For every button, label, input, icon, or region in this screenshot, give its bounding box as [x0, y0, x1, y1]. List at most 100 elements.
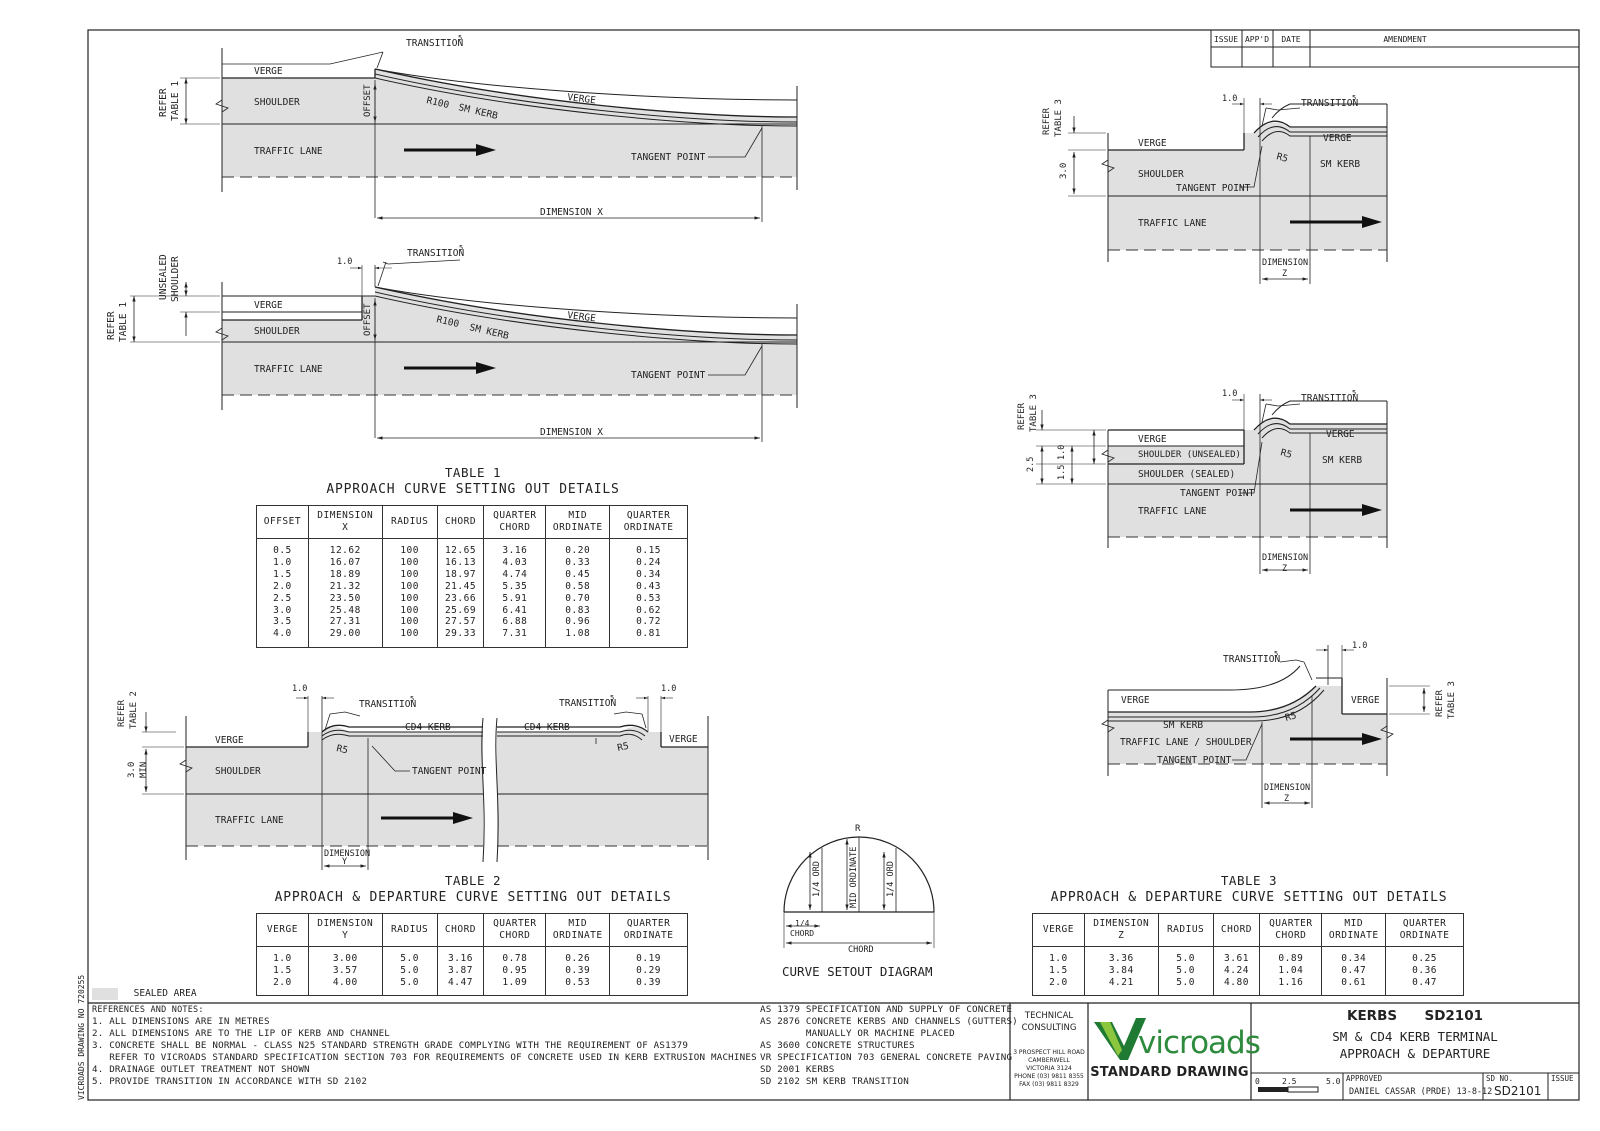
detail-e-dim-1: 1.0 — [1222, 389, 1237, 399]
table-value: 12.65 — [444, 545, 477, 556]
detail-f-refer-1: REFER — [1435, 689, 1445, 717]
rev-header-appd: APP'D — [1245, 35, 1269, 44]
detail-b-traffic-lane: TRAFFIC LANE — [254, 364, 323, 375]
column-header-line: ORDINATE — [552, 930, 603, 941]
detail-c-dimension-2: Y — [342, 857, 347, 867]
detail-c-traffic-lane: TRAFFIC LANE — [215, 815, 284, 826]
detail-d-verge: VERGE — [1138, 138, 1167, 149]
drawing-title: SM & CD4 KERB TERMINAL APPROACH & DEPART… — [1251, 1028, 1579, 1062]
detail-c-min-1: 3.0 — [127, 762, 137, 778]
technical-line-2: CONSULTING — [1021, 1023, 1077, 1033]
detail-c-kerb-b: CD4 KERB — [524, 722, 570, 733]
table-value: 0.33 — [565, 556, 591, 568]
revision-block — [1210, 29, 1580, 68]
detail-c-r5: R5 — [335, 743, 348, 756]
table-value: 0.62 — [636, 604, 662, 616]
reference-line-2: AS 2876 CONCRETE KERBS AND CHANNELS (GUT… — [760, 1016, 1018, 1027]
column-header: CHORD — [436, 505, 485, 539]
table-value: 100 — [400, 628, 419, 640]
detail-c-min-2: MIN — [139, 762, 149, 778]
detail-e-dim-25: 2.5 — [1026, 457, 1036, 472]
reference-line-7: SD 2102 SM KERB TRANSITION — [760, 1076, 910, 1087]
curve-r: R — [855, 824, 861, 834]
column-header-line: VERGE — [1042, 924, 1074, 935]
table-value: 5.91 — [502, 592, 528, 604]
table-value: 0.25 — [1412, 953, 1438, 964]
detail-c-tangent-point: TANGENT POINT — [412, 766, 487, 777]
column-header: VERGE — [1032, 913, 1085, 947]
curve-quarter-ord: 1/4 ORD — [812, 861, 822, 897]
table-value: 0.45 — [565, 568, 591, 580]
detail-c-kerb: CD4 KERB — [405, 722, 451, 733]
table-value: 0.24 — [636, 556, 662, 568]
vicroads-logo-mark — [1094, 1018, 1146, 1060]
detail-d-traffic-lane: TRAFFIC LANE — [1138, 218, 1207, 229]
legend-label: SEALED AREA — [133, 988, 197, 999]
detail-e-dim-15: 1.5 — [1057, 465, 1067, 480]
column-header-line: DIMENSION — [1093, 918, 1150, 929]
detail-e-traffic-lane: TRAFFIC LANE — [1138, 506, 1207, 517]
table-value: 5.0 — [1176, 953, 1195, 964]
detail-c-verge-b: VERGE — [669, 734, 698, 745]
side-drawing-number: VICROADS DRAWING NO 720255 — [77, 975, 86, 1100]
detail-c-dim-1b: 1.0 — [661, 684, 676, 694]
detail-b-tangent-point: TANGENT POINT — [631, 370, 706, 381]
curve-mid-ordinate: MID ORDINATE — [849, 847, 859, 908]
column-header-line: RADIUS — [390, 924, 429, 935]
table-value: 3.61 — [1224, 953, 1249, 964]
table-value: 6.41 — [502, 604, 528, 616]
category-sd-code: SD2101 — [1424, 1008, 1483, 1024]
table-value: 100 — [400, 545, 419, 556]
detail-d-transition: TRANSITION — [1301, 98, 1358, 109]
table-value: 0.47 — [1341, 964, 1367, 976]
table-value: 100 — [400, 616, 419, 628]
detail-e-tangent-point: TANGENT POINT — [1180, 488, 1255, 499]
detail-b — [130, 259, 798, 442]
detail-f-traffic-lane: TRAFFIC LANE / SHOULDER — [1120, 737, 1252, 748]
reference-line-4: AS 3600 CONCRETE STRUCTURES — [760, 1040, 915, 1051]
table-value: 0.29 — [636, 964, 662, 976]
issue-label: ISSUE — [1551, 1074, 1574, 1083]
table-value: 0.81 — [636, 628, 662, 640]
table-value: 12.62 — [329, 545, 361, 556]
technical-line-1: TECHNICAL — [1024, 1011, 1074, 1021]
column-header-line: MID — [568, 510, 588, 521]
detail-e-transition: TRANSITION — [1301, 393, 1358, 404]
reference-line-5: VR SPECIFICATION 703 GENERAL CONCRETE PA… — [760, 1052, 1013, 1063]
detail-f-tangent-point: TANGENT POINT — [1157, 755, 1232, 766]
note-line-5: 4. DRAINAGE OUTLET TREATMENT NOT SHOWN — [92, 1064, 310, 1075]
table-value: 0.19 — [636, 953, 662, 964]
column-header: CHORD — [1212, 913, 1261, 947]
table-value: 0.47 — [1412, 976, 1438, 988]
detail-a-tangent-point: TANGENT POINT — [631, 152, 706, 163]
table-value: 1.0 — [273, 556, 292, 568]
detail-b-offset: OFFSET — [363, 303, 373, 336]
table2-title: TABLE 2 — [444, 873, 502, 888]
table-value: 100 — [400, 604, 419, 616]
table-value: 5.0 — [1176, 964, 1195, 976]
detail-a-verge-curve: VERGE — [567, 92, 597, 106]
detail-a-verge: VERGE — [254, 66, 283, 77]
table3-title-block: TABLE 3 APPROACH & DEPARTURE CURVE SETTI… — [1032, 873, 1466, 905]
detail-d-refer-1: REFER — [1042, 107, 1052, 135]
detail-f-transition: TRANSITION — [1223, 654, 1280, 665]
notes-heading: REFERENCES AND NOTES: — [92, 1005, 204, 1015]
approved-by: DANIEL CASSAR (PRDE) 13-8-12 — [1349, 1087, 1493, 1097]
column-header-line: OFFSET — [263, 516, 302, 527]
column-header: OFFSET — [256, 505, 309, 539]
detail-c-transition-sup: 5 — [410, 695, 414, 703]
table-value: 18.89 — [329, 568, 361, 580]
detail-d-dim-3: 3.0 — [1059, 163, 1069, 179]
table3-subtitle: APPROACH & DEPARTURE CURVE SETTING OUT D… — [1050, 890, 1448, 905]
